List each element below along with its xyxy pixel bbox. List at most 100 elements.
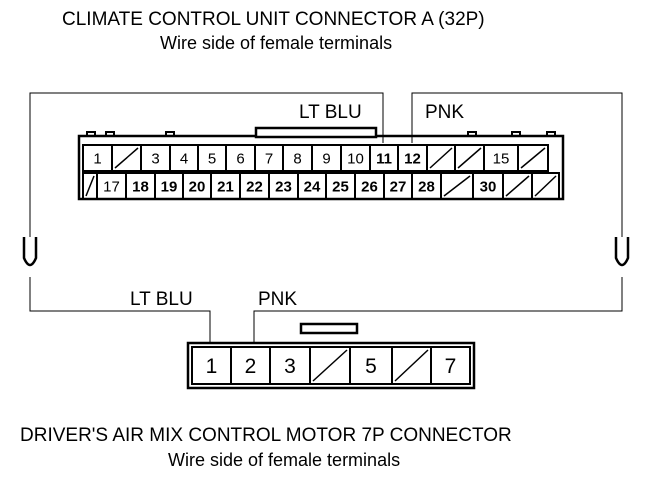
- terminal-24: 24: [297, 172, 327, 200]
- terminal-27: 27: [383, 172, 413, 200]
- empty-terminal: [517, 144, 549, 172]
- empty-terminal: [309, 346, 351, 385]
- terminal-number: 30: [480, 178, 497, 195]
- connector-b-subtitle: Wire side of female terminals: [168, 450, 401, 470]
- unused-terminal-mark: [394, 349, 429, 382]
- terminal-19: 19: [154, 172, 184, 200]
- terminal-12: 12: [397, 144, 428, 172]
- terminal-4: 4: [169, 144, 199, 172]
- connector-a-title: CLIMATE CONTROL UNIT CONNECTOR A (32P): [62, 9, 485, 30]
- terminal-23: 23: [268, 172, 299, 200]
- unused-terminal-mark: [443, 175, 471, 197]
- terminal-number: 1: [93, 150, 101, 167]
- terminal-number: 9: [322, 150, 330, 167]
- terminal-number: 22: [246, 178, 263, 195]
- wire-break-right-icon: [614, 237, 630, 267]
- terminal-number: 18: [132, 178, 149, 195]
- pnk-wire-top: [411, 92, 623, 237]
- pnk-wire-bottom: [253, 277, 623, 343]
- terminal-20: 20: [182, 172, 212, 200]
- connector-b-title: DRIVER'S AIR MIX CONTROL MOTOR 7P CONNEC…: [20, 425, 512, 446]
- terminal-7: 7: [430, 346, 471, 385]
- empty-terminal: [440, 172, 474, 200]
- connector-b-cells: 1 2 3 5 7: [191, 346, 471, 385]
- terminal-1: 1: [82, 144, 113, 172]
- lt-blu-wire-bottom: [29, 277, 211, 343]
- lt-blu-wire-top: [29, 92, 384, 237]
- terminal-number: 24: [304, 178, 321, 195]
- terminal-6: 6: [225, 144, 256, 172]
- connector-a-notches: [86, 131, 556, 136]
- terminal-number: 5: [208, 150, 216, 167]
- terminal-26: 26: [354, 172, 385, 200]
- unused-terminal-mark: [85, 175, 95, 197]
- terminal-5: 5: [349, 346, 393, 385]
- terminal-1: 1: [191, 346, 232, 385]
- terminal-number: 8: [293, 150, 301, 167]
- wire-routes: [29, 92, 623, 343]
- empty-terminal: [454, 144, 485, 172]
- terminal-number: 7: [445, 355, 457, 378]
- terminal-3: 3: [140, 144, 171, 172]
- wire-label-pnk-top: PNK: [425, 102, 464, 123]
- terminal-11: 11: [369, 144, 399, 172]
- terminal-25: 25: [325, 172, 356, 200]
- terminal-30: 30: [472, 172, 504, 200]
- terminal-3: 3: [269, 346, 311, 385]
- terminal-9: 9: [311, 144, 342, 172]
- unused-terminal-mark: [457, 147, 482, 169]
- connector-a-subtitle: Wire side of female terminals: [160, 33, 393, 53]
- terminal-number: 17: [103, 178, 120, 195]
- terminal-number: 28: [418, 178, 435, 195]
- terminal-number: 27: [390, 178, 407, 195]
- empty-terminal: [82, 172, 98, 200]
- terminal-number: 19: [161, 178, 178, 195]
- empty-terminal: [391, 346, 432, 385]
- connector-a-lock-tab: [254, 126, 378, 139]
- empty-terminal: [426, 144, 456, 172]
- terminal-8: 8: [282, 144, 313, 172]
- empty-terminal: [531, 172, 560, 200]
- terminal-number: 1: [206, 355, 218, 378]
- terminal-2: 2: [230, 346, 271, 385]
- connector-b-housing: [186, 341, 476, 390]
- unused-terminal-mark: [429, 147, 453, 169]
- terminal-number: 5: [365, 355, 377, 378]
- terminal-number: 2: [245, 355, 257, 378]
- terminal-10: 10: [340, 144, 371, 172]
- connector-b-lock-tab: [299, 322, 359, 335]
- terminal-15: 15: [483, 144, 519, 172]
- empty-terminal: [111, 144, 142, 172]
- terminal-7: 7: [254, 144, 284, 172]
- empty-terminal: [502, 172, 533, 200]
- terminal-number: 15: [493, 150, 510, 167]
- terminal-21: 21: [210, 172, 241, 200]
- terminal-number: 4: [180, 150, 188, 167]
- wire-label-lt-blu-top: LT BLU: [299, 102, 362, 123]
- terminal-number: 21: [217, 178, 234, 195]
- unused-terminal-mark: [520, 147, 546, 169]
- terminal-18: 18: [125, 172, 156, 200]
- terminal-number: 6: [236, 150, 244, 167]
- terminal-number: 10: [347, 150, 364, 167]
- terminal-22: 22: [239, 172, 270, 200]
- unused-terminal-mark: [505, 175, 530, 197]
- unused-terminal-mark: [114, 147, 139, 169]
- terminal-17: 17: [96, 172, 127, 200]
- terminal-number: 23: [275, 178, 292, 195]
- terminal-number: 7: [265, 150, 273, 167]
- terminal-number: 12: [404, 150, 421, 167]
- wire-break-left-icon: [22, 237, 38, 267]
- wire-label-lt-blu-bottom: LT BLU: [130, 289, 193, 310]
- wire-label-pnk-bottom: PNK: [258, 289, 297, 310]
- terminal-28: 28: [411, 172, 442, 200]
- terminal-number: 20: [189, 178, 206, 195]
- connector-b: 1 2 3 5 7: [186, 322, 476, 390]
- terminal-number: 3: [284, 355, 296, 378]
- unused-terminal-mark: [312, 349, 348, 382]
- terminal-number: 11: [376, 150, 392, 167]
